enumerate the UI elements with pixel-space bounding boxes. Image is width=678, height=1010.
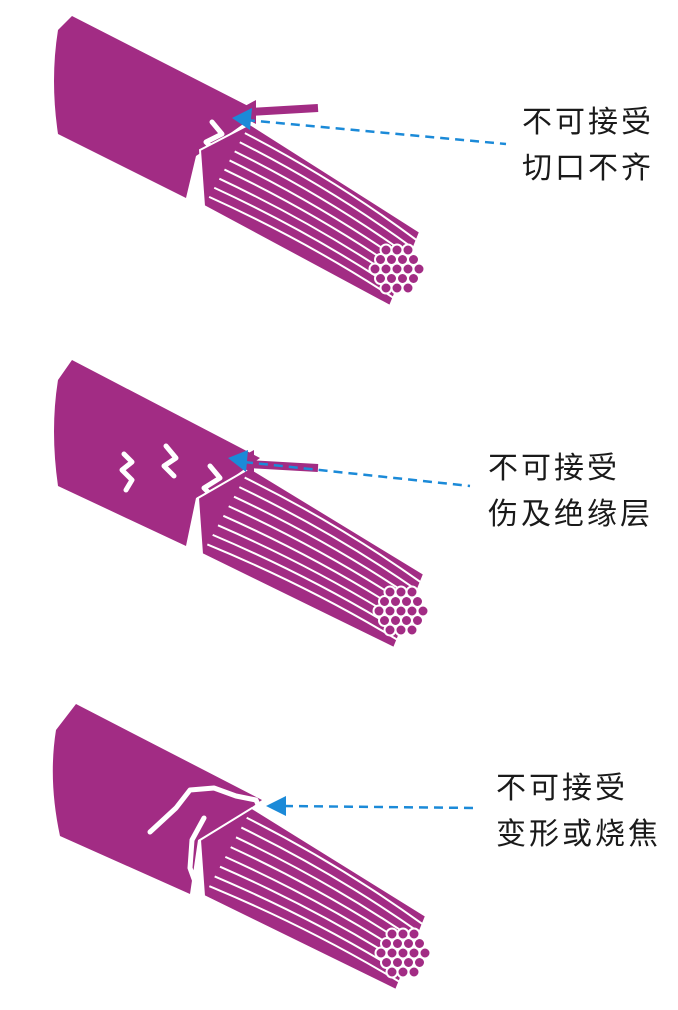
strand-end-circles (368, 243, 426, 295)
strand-line (206, 543, 398, 641)
caption-line-2: 变形或烧焦 (496, 817, 661, 852)
strand-line (238, 486, 418, 592)
strand-end-circle (407, 253, 420, 266)
wire-insulation (52, 704, 262, 894)
strand-end-circle (378, 595, 391, 608)
strand-end-circle (383, 623, 397, 637)
stripped-wire-illustration (54, 16, 507, 308)
strand-end-circle (405, 623, 419, 637)
strand-end-circle (380, 937, 393, 950)
leader-arrow-head (232, 108, 252, 130)
strand-end-circle (407, 965, 421, 979)
strand-end-circle (401, 281, 415, 295)
strand-end-circle (418, 946, 432, 960)
strand-end-circle (390, 243, 404, 257)
strand-line (246, 816, 424, 926)
strand-end-circle (372, 604, 386, 618)
strand-line (234, 150, 411, 258)
wire-drawing (52, 704, 432, 992)
strand-end-circle (411, 614, 424, 627)
strand-end-circle (374, 272, 387, 285)
insulation-nick-2 (161, 443, 179, 479)
strand-end-circle (394, 623, 408, 637)
wire-insulation (54, 16, 260, 198)
strand-line (233, 495, 415, 600)
strand-line (239, 141, 414, 250)
caption-damaged-insulation: 不可接受 伤及绝缘层 (488, 446, 653, 538)
strand-end-circle (396, 927, 410, 941)
strand-line (208, 195, 394, 299)
deformed-insulation-flare (147, 785, 265, 835)
wire-drawing (54, 16, 426, 308)
panel-deformed-or-burnt: 不可接受 变形或烧焦 (0, 690, 678, 1010)
strand-end-circle (394, 585, 408, 599)
wire-drawing (54, 360, 430, 650)
strand-end-circle (416, 604, 430, 618)
strand-line (244, 476, 422, 584)
strand-end-circle (401, 243, 415, 257)
strand-end-circle (368, 262, 382, 276)
stripped-wire-illustration (54, 360, 471, 650)
strand-end-circle (396, 965, 410, 979)
strand-end-circle (379, 243, 393, 257)
leader-line (232, 108, 507, 146)
strand-end-circle (413, 937, 426, 950)
caption-uneven-cut: 不可接受 切口不齐 (522, 100, 654, 192)
strand-end-circle (407, 927, 421, 941)
strand-end-circle (405, 585, 419, 599)
strand-line (240, 826, 420, 934)
strand-end-circle (390, 281, 404, 295)
caption-line-1: 不可接受 (496, 771, 628, 806)
strand-end-circles (374, 927, 432, 979)
panel-damaged-insulation: 不可接受 伤及绝缘层 (0, 350, 678, 670)
wire-insulation (54, 360, 260, 546)
strand-end-circle (374, 253, 387, 266)
strand-end-circle (383, 585, 397, 599)
insulation-nick-1 (119, 451, 135, 493)
strand-end-circle (385, 927, 399, 941)
strand-line (208, 885, 400, 983)
strand-end-circles (372, 585, 430, 637)
strand-line (235, 836, 417, 942)
stripped-wire-illustration (52, 704, 477, 992)
caption-deformed-or-burnt: 不可接受 变形或烧焦 (496, 766, 661, 858)
caption-line-1: 不可接受 (488, 451, 620, 486)
strand-end-circle (380, 956, 393, 969)
strand-end-circle (411, 595, 424, 608)
panel-uneven-cut: 不可接受 切口不齐 (0, 0, 678, 330)
strand-end-circle (407, 272, 420, 285)
leader-arrow-head (228, 450, 248, 472)
strand-end-circle (379, 281, 393, 295)
strand-end-circle (374, 946, 388, 960)
leader-arrow-head (266, 796, 286, 816)
caption-line-1: 不可接受 (522, 105, 654, 140)
strand-end-circle (413, 956, 426, 969)
leader-line (228, 450, 471, 488)
strand-end-circle (385, 965, 399, 979)
caption-line-2: 切口不齐 (522, 151, 654, 186)
strand-line (244, 132, 418, 242)
strand-lines (208, 816, 424, 983)
strand-end-circle (412, 262, 426, 276)
caption-line-2: 伤及绝缘层 (488, 497, 653, 532)
strand-end-circle (378, 614, 391, 627)
leader-line (266, 796, 477, 816)
